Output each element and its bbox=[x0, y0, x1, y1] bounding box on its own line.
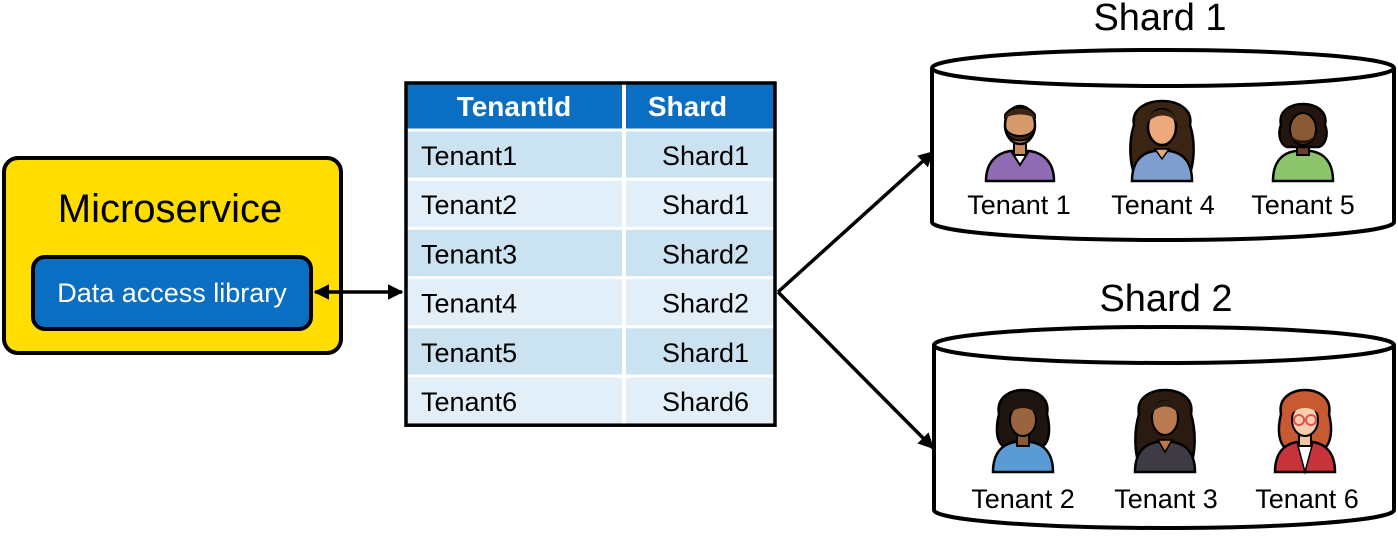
table-row bbox=[406, 130, 775, 180]
table-cell-shard: Shard1 bbox=[662, 141, 749, 171]
tenant-2-avatar-icon bbox=[991, 388, 1055, 474]
data-access-library-box: Data access library bbox=[31, 255, 313, 331]
table-row bbox=[406, 179, 775, 229]
table-cell-shard: Shard2 bbox=[662, 289, 749, 319]
table-row bbox=[406, 277, 775, 327]
table-row bbox=[406, 228, 775, 278]
tenant-1-avatar-icon bbox=[984, 104, 1056, 183]
table-cell-tenantid: Tenant6 bbox=[421, 387, 517, 417]
table-header-cell: Shard bbox=[648, 91, 727, 122]
tenant-4-avatar-icon bbox=[1129, 99, 1195, 183]
microservice-title: Microservice bbox=[58, 187, 282, 231]
table-header-row bbox=[406, 83, 775, 130]
table-cell-tenantid: Tenant3 bbox=[421, 239, 517, 269]
tenant-4-label: Tenant 4 bbox=[1111, 190, 1215, 220]
table-cell-tenantid: Tenant5 bbox=[421, 338, 517, 368]
table-row bbox=[406, 326, 775, 376]
table-cell-shard: Shard1 bbox=[662, 338, 749, 368]
table-cell-shard: Shard2 bbox=[662, 239, 749, 269]
data-access-library-label: Data access library bbox=[57, 278, 287, 308]
microservice-box: Microservice Data access library bbox=[2, 156, 343, 355]
table-header-cell: TenantId bbox=[457, 91, 572, 122]
tenant-1-label: Tenant 1 bbox=[967, 190, 1071, 220]
table-row bbox=[406, 376, 775, 426]
table-cell-shard: Shard6 bbox=[662, 387, 749, 417]
tenant-6-avatar-icon bbox=[1273, 388, 1337, 475]
tenant-3-avatar-icon bbox=[1133, 388, 1197, 474]
tenant-2-label: Tenant 2 bbox=[971, 484, 1075, 514]
tenant-5-avatar-icon bbox=[1271, 102, 1335, 183]
table-cell-tenantid: Tenant2 bbox=[421, 190, 517, 220]
tenant-3-label: Tenant 3 bbox=[1114, 484, 1218, 514]
shard-2-title: Shard 2 bbox=[1099, 278, 1232, 320]
table-border bbox=[404, 81, 777, 427]
tenant-5-label: Tenant 5 bbox=[1251, 190, 1355, 220]
table-cell-tenantid: Tenant4 bbox=[421, 289, 517, 319]
shard-1-title: Shard 1 bbox=[1093, 0, 1226, 39]
table-to-shard2-arrow bbox=[776, 290, 935, 450]
table-cell-tenantid: Tenant1 bbox=[421, 141, 517, 171]
table-cell-shard: Shard1 bbox=[662, 190, 749, 220]
table-to-shard1-arrow bbox=[776, 150, 935, 294]
tenant-6-label: Tenant 6 bbox=[1255, 484, 1359, 514]
